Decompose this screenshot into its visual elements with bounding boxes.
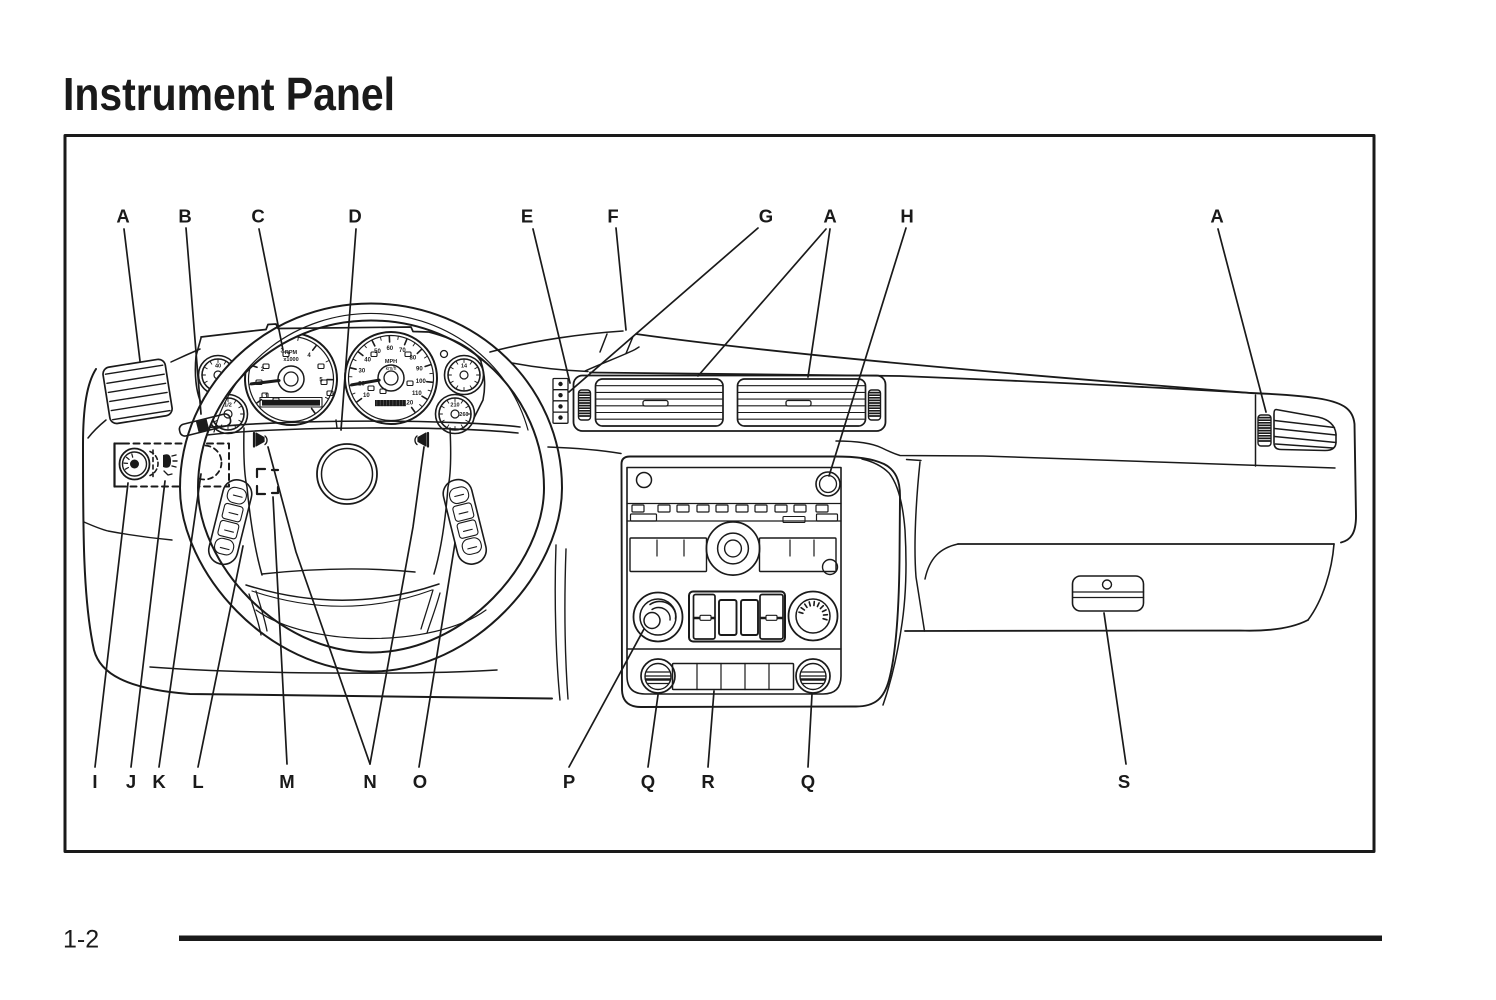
svg-text:210: 210	[450, 403, 459, 409]
svg-text:110: 110	[412, 391, 422, 397]
svg-text:J: J	[126, 771, 136, 792]
svg-text:1/2: 1/2	[224, 403, 232, 409]
svg-text:P: P	[563, 771, 575, 792]
svg-text:40: 40	[215, 364, 221, 370]
svg-text:S: S	[1118, 771, 1130, 792]
svg-text:70: 70	[399, 348, 406, 354]
svg-text:A: A	[116, 206, 129, 227]
svg-text:E: E	[521, 206, 533, 227]
svg-text:G: G	[759, 206, 773, 227]
svg-text:A: A	[823, 206, 836, 227]
svg-text:R: R	[701, 771, 714, 792]
svg-text:1-2: 1-2	[63, 926, 99, 954]
svg-text:30: 30	[359, 369, 366, 375]
svg-text:A: A	[1210, 206, 1223, 227]
svg-text:90: 90	[416, 366, 423, 372]
svg-text:N: N	[363, 771, 376, 792]
svg-text:3: 3	[281, 348, 285, 354]
svg-text:B: B	[178, 206, 191, 227]
svg-text:50: 50	[374, 349, 381, 355]
svg-text:14: 14	[461, 364, 468, 370]
svg-text:I: I	[92, 771, 97, 792]
svg-text:K: K	[152, 771, 166, 792]
svg-text:260: 260	[459, 412, 468, 418]
svg-text:MPH: MPH	[385, 359, 397, 365]
svg-text:100: 100	[416, 379, 427, 385]
svg-text:40: 40	[364, 357, 371, 363]
svg-text:km/h: km/h	[386, 366, 397, 372]
svg-text:60: 60	[386, 346, 393, 352]
svg-text:Instrument Panel: Instrument Panel	[63, 68, 395, 120]
svg-text:L: L	[192, 771, 203, 792]
svg-text:O: O	[413, 771, 427, 792]
svg-text:F: F	[607, 206, 618, 227]
svg-text:H: H	[900, 206, 913, 227]
svg-text:4: 4	[307, 353, 311, 359]
svg-text:80: 80	[410, 356, 417, 362]
svg-text:x1000: x1000	[283, 357, 298, 363]
svg-text:10: 10	[363, 393, 370, 399]
svg-text:Q: Q	[641, 771, 655, 792]
svg-text:2: 2	[261, 367, 265, 373]
svg-text:D: D	[348, 206, 361, 227]
svg-text:RPM: RPM	[285, 350, 298, 356]
svg-text:Q: Q	[801, 771, 815, 792]
svg-text:C: C	[251, 206, 264, 227]
svg-text:120: 120	[403, 401, 414, 407]
svg-text:M: M	[279, 771, 294, 792]
